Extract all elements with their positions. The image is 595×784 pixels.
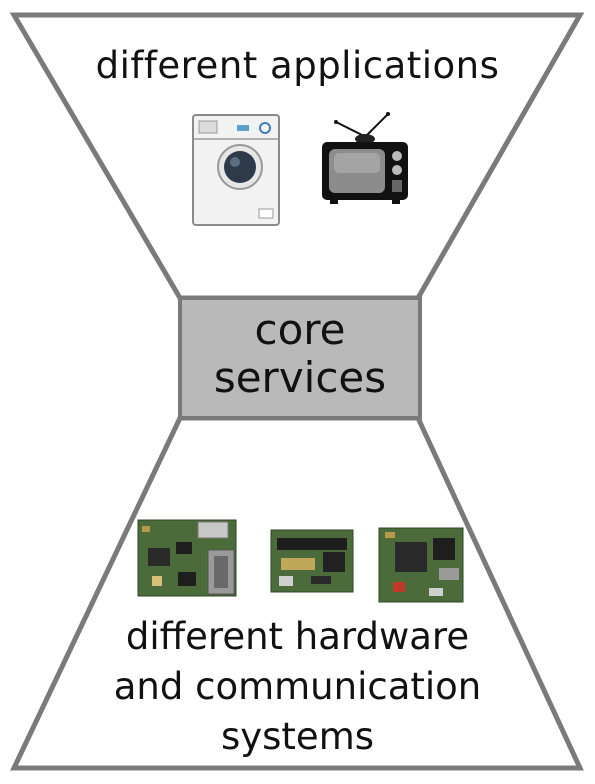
circuit-board-icon <box>137 519 237 597</box>
washing-machine-icon <box>192 114 280 226</box>
hardware-label-line1: different hardware <box>125 615 470 658</box>
circuit-board-icon <box>378 527 464 603</box>
television-icon <box>322 112 408 204</box>
applications-label: different applications <box>95 44 500 87</box>
circuit-board-icon <box>270 529 354 593</box>
hardware-label-line3: systems <box>220 715 375 758</box>
core-services-label: core services <box>180 306 420 402</box>
hardware-label: different hardware and communication sys… <box>0 612 595 762</box>
core-label-line1: core <box>254 305 346 354</box>
core-services-box <box>178 296 422 420</box>
core-label-line2: services <box>213 353 387 402</box>
hardware-label-line2: and communication <box>113 665 482 708</box>
